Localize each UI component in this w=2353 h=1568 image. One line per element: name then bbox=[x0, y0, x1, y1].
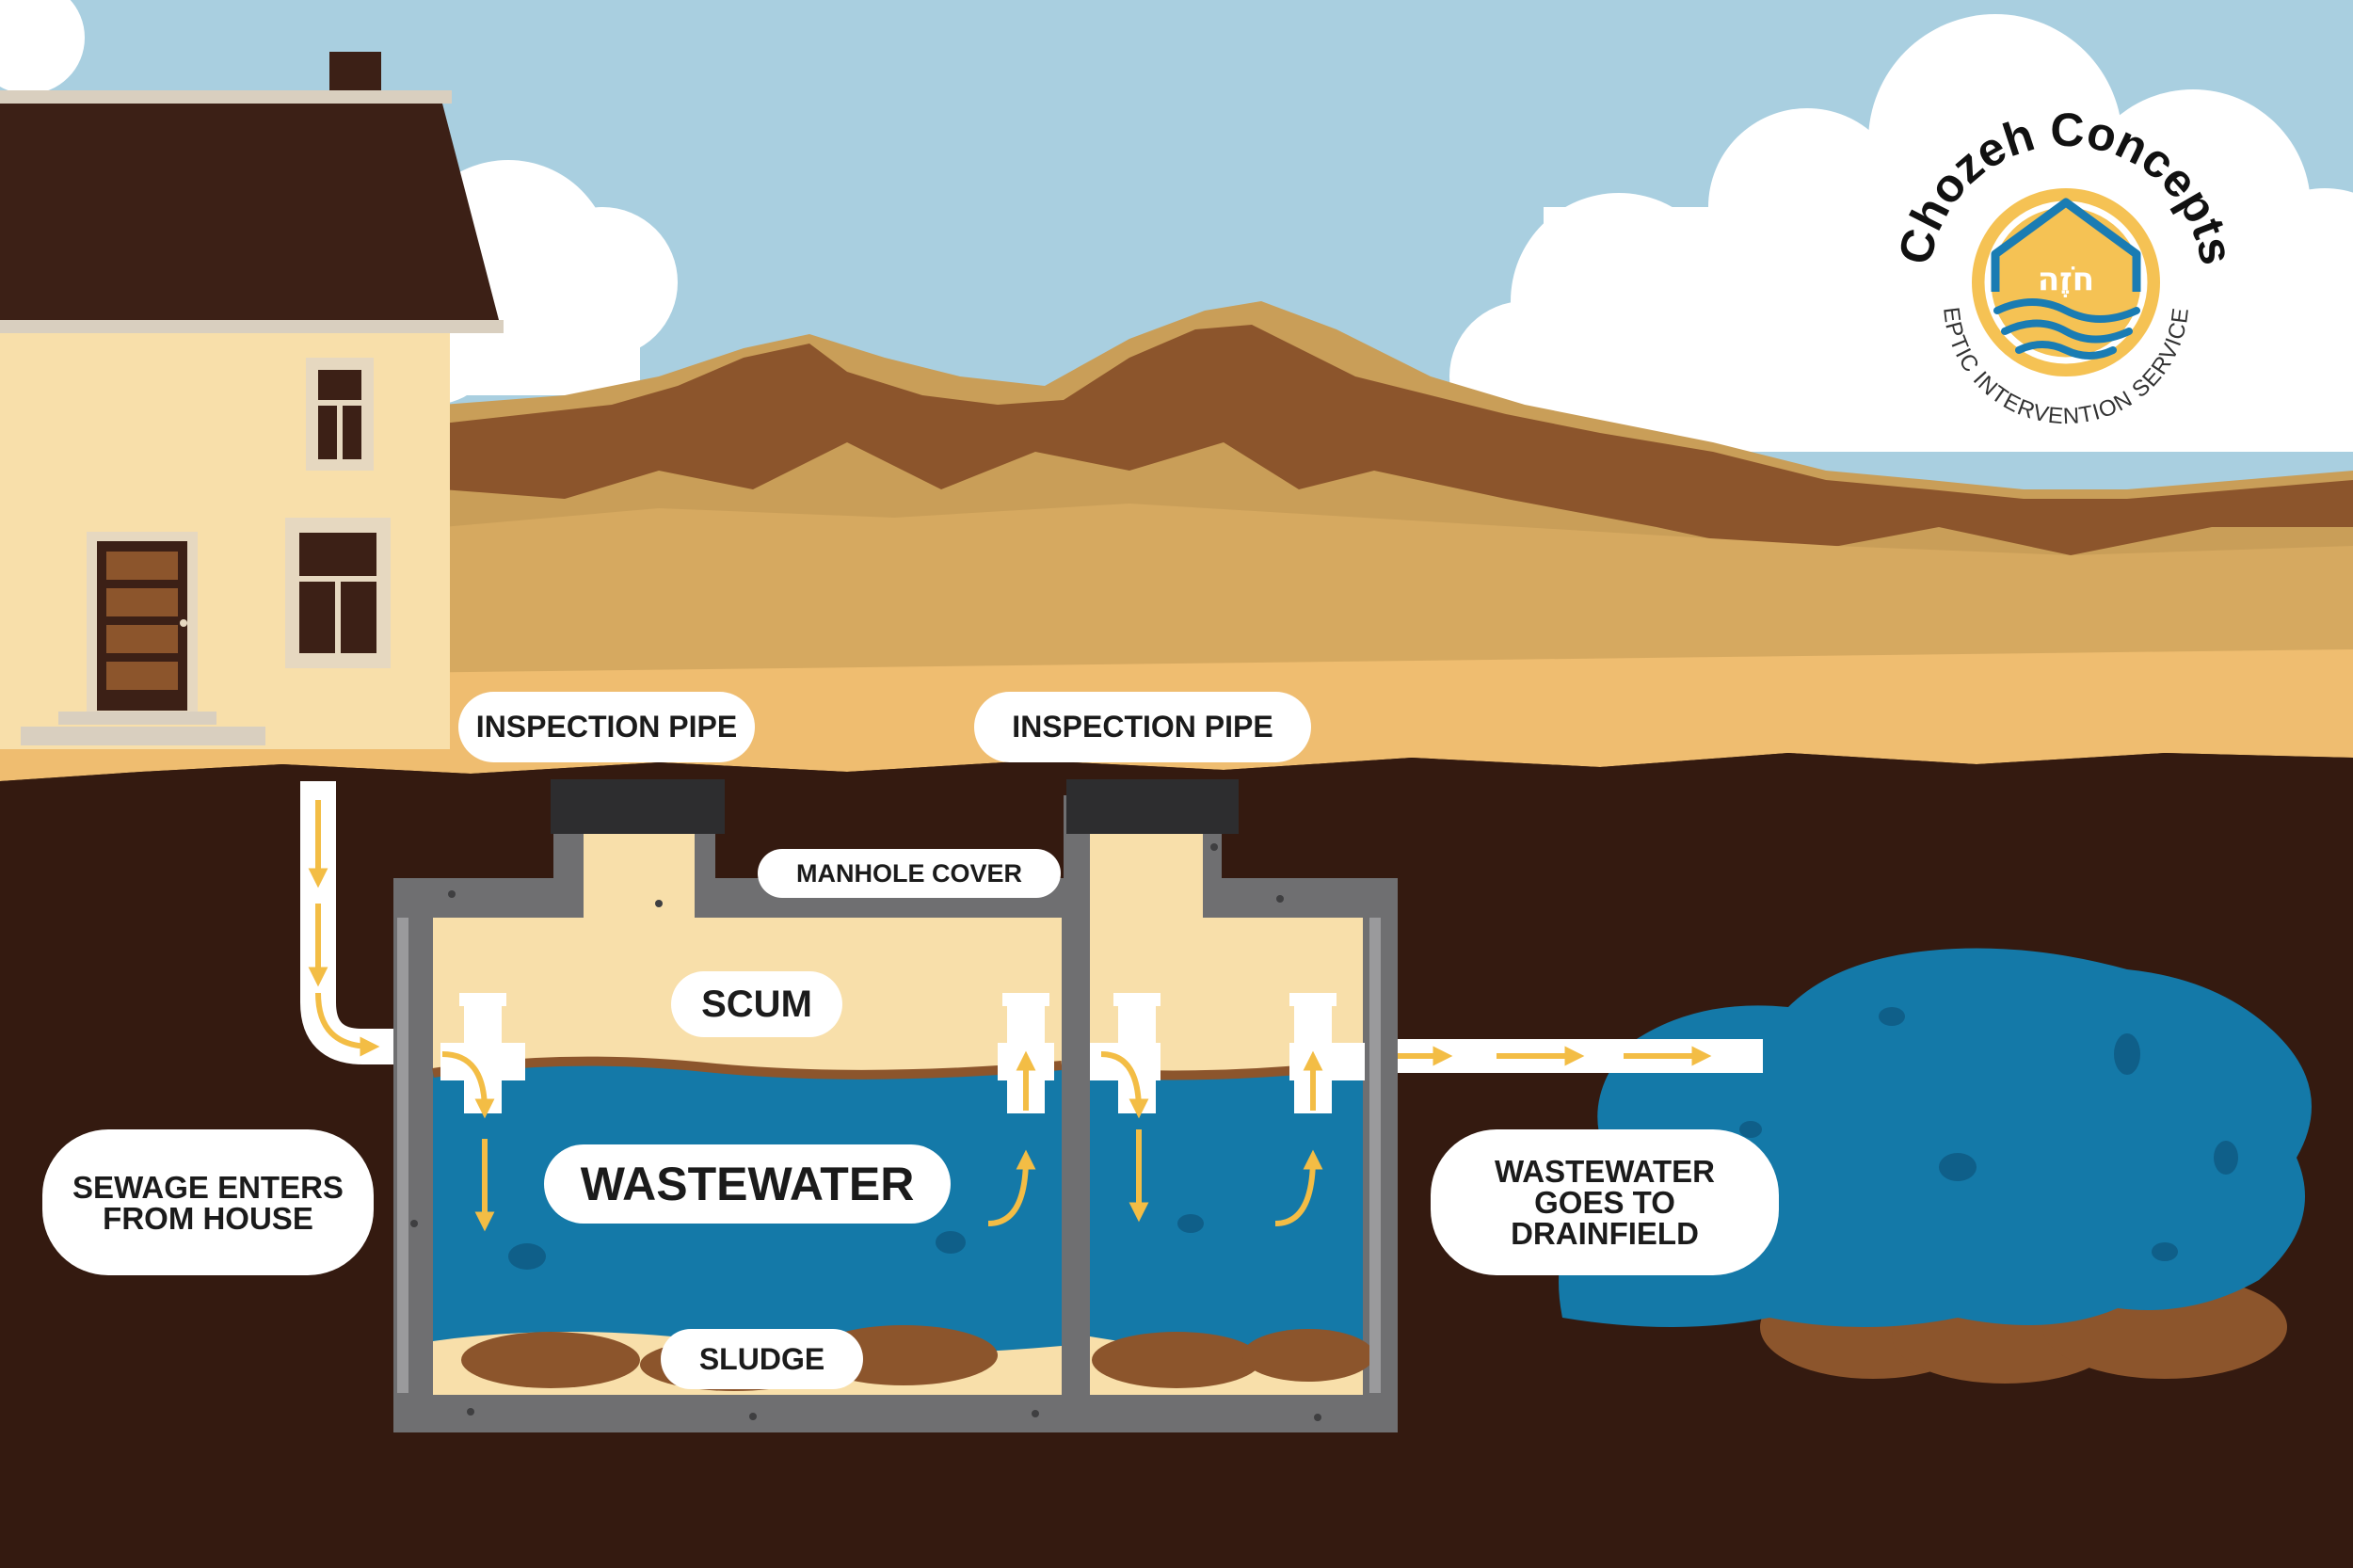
logo-waves-icon bbox=[1993, 298, 2140, 360]
label-wastewater-drainfield: WASTEWATER GOES TO DRAINFIELD bbox=[1431, 1129, 1779, 1275]
manhole-cover-right[interactable] bbox=[1066, 779, 1239, 834]
chamber-right bbox=[1089, 826, 1374, 1395]
house-chimney bbox=[329, 52, 381, 94]
sewage-line-1: SEWAGE ENTERS bbox=[72, 1169, 344, 1205]
tank-flow-arrows bbox=[441, 1050, 1323, 1232]
sewage-line-2: FROM HOUSE bbox=[103, 1200, 313, 1236]
house-roof bbox=[0, 104, 499, 320]
house-eave bbox=[0, 90, 452, 104]
label-sewage-enters: SEWAGE ENTERS FROM HOUSE bbox=[42, 1129, 374, 1275]
label-inspection-pipe-right: INSPECTION PIPE bbox=[974, 692, 1311, 762]
tank-divider bbox=[1062, 904, 1090, 1395]
upper-window bbox=[306, 358, 374, 471]
sludge-right bbox=[1092, 1329, 1374, 1388]
inspection-pipe-right-text: INSPECTION PIPE bbox=[1012, 710, 1273, 744]
lower-window bbox=[285, 518, 391, 668]
label-manhole-cover: MANHOLE COVER bbox=[758, 849, 1061, 898]
inspection-pipe-left-text: INSPECTION PIPE bbox=[475, 710, 738, 744]
logo-hebrew: חֹזֶה bbox=[2038, 261, 2094, 298]
house-roof-trim bbox=[0, 320, 504, 333]
house bbox=[0, 52, 504, 749]
wastewater-text: WASTEWATER bbox=[580, 1158, 915, 1210]
drain-line-3: DRAINFIELD bbox=[1511, 1216, 1699, 1251]
label-wastewater: WASTEWATER bbox=[544, 1144, 951, 1224]
sludge-text: SLUDGE bbox=[698, 1341, 825, 1376]
drain-line-1: WASTEWATER bbox=[1494, 1154, 1716, 1189]
label-inspection-pipe-left: INSPECTION PIPE bbox=[458, 692, 755, 762]
grass-plain bbox=[442, 504, 2353, 678]
cloud-right bbox=[1449, 14, 2353, 452]
inlet-flow-arrows bbox=[308, 800, 380, 1057]
logo-house-icon bbox=[1991, 198, 2141, 292]
drain-line-2: GOES TO bbox=[1534, 1185, 1675, 1220]
door-step-top bbox=[58, 712, 216, 725]
mountain-shadow bbox=[442, 325, 2353, 555]
wastewater-right bbox=[1090, 1064, 1363, 1352]
manhole-cover-left[interactable] bbox=[551, 779, 725, 834]
label-scum: SCUM bbox=[671, 971, 842, 1037]
label-sludge: SLUDGE bbox=[661, 1329, 863, 1389]
front-door bbox=[87, 532, 198, 715]
manhole-cover-text: MANHOLE COVER bbox=[795, 858, 1022, 888]
door-step-bottom bbox=[21, 727, 265, 745]
scum-text: SCUM bbox=[701, 983, 812, 1025]
